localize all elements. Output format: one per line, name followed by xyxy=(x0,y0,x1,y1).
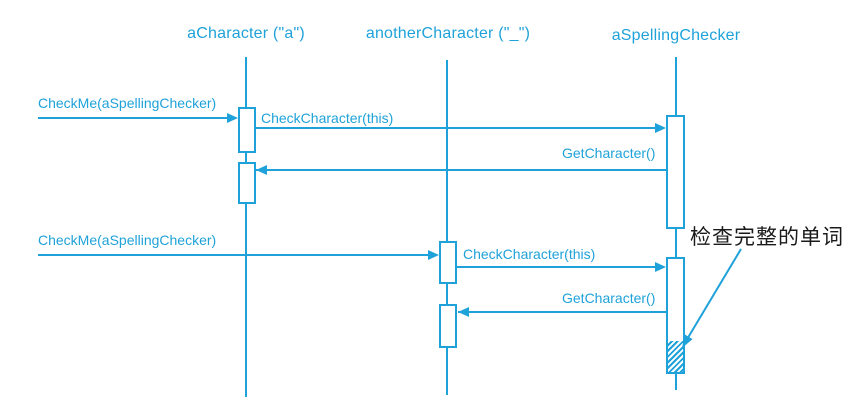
activation-anothercharacter-2 xyxy=(439,304,457,348)
arrowhead-left-icon xyxy=(256,165,267,175)
arrowhead-right-icon xyxy=(655,262,666,272)
lifeline-acharacter xyxy=(245,57,247,397)
arrowhead-right-icon xyxy=(428,250,439,260)
message-label-getcharacter-1: GetCharacter() xyxy=(562,145,656,161)
activation-anothercharacter-1 xyxy=(439,241,457,284)
lifeline-label-acharacter: aCharacter ("a") xyxy=(187,25,305,42)
hatched-region xyxy=(668,341,683,372)
message-label-checkcharacter-2: CheckCharacter(this) xyxy=(463,246,596,262)
message-line-checkcharacter-1 xyxy=(256,127,659,129)
lifeline-label-anothercharacter: anotherCharacter ("_") xyxy=(365,25,531,42)
lifeline-anothercharacter xyxy=(446,60,448,395)
message-line-getcharacter-1 xyxy=(256,169,666,171)
message-line-checkme-1 xyxy=(38,117,230,119)
annotation-label: 检查完整的单词 xyxy=(690,225,844,249)
activation-aspellingchecker-1 xyxy=(666,115,685,229)
activation-acharacter-2 xyxy=(238,162,256,204)
arrowhead-left-icon xyxy=(458,307,469,317)
message-label-checkme-2: CheckMe(aSpellingChecker) xyxy=(38,232,217,248)
message-line-checkcharacter-2 xyxy=(457,266,659,268)
activation-acharacter-1 xyxy=(238,107,256,153)
message-line-getcharacter-2 xyxy=(458,311,666,313)
lifeline-label-aspellingchecker: aSpellingChecker xyxy=(611,27,741,44)
message-line-checkme-2 xyxy=(38,254,431,256)
message-label-checkme-1: CheckMe(aSpellingChecker) xyxy=(38,95,217,111)
arrowhead-right-icon xyxy=(655,123,666,133)
message-label-getcharacter-2: GetCharacter() xyxy=(562,290,656,306)
arrowhead-right-icon xyxy=(227,113,238,123)
message-label-checkcharacter-1: CheckCharacter(this) xyxy=(261,110,394,126)
